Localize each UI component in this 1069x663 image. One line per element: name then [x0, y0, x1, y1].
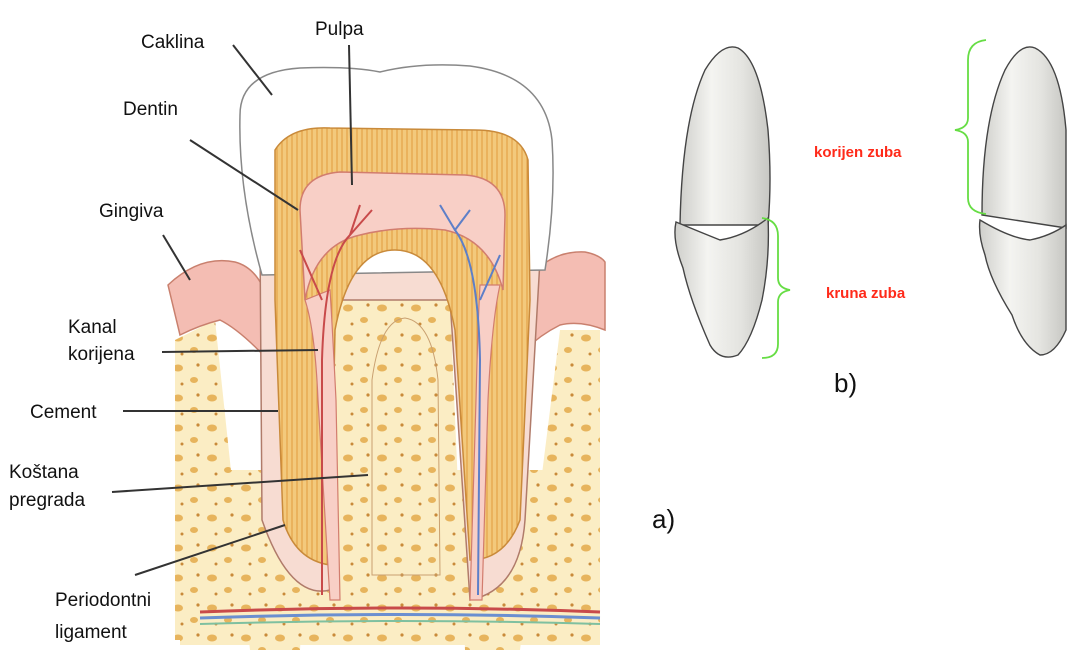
label-periodontni-1: Periodontni — [55, 590, 151, 611]
label-pulpa: Pulpa — [315, 19, 364, 40]
part-label-a: a) — [652, 504, 675, 534]
label-kostana-1: Koštana — [9, 462, 79, 483]
label-kanal-2: korijena — [68, 344, 135, 365]
labels-b: korijen zuba kruna zuba b) — [814, 144, 906, 398]
brace-korijen — [955, 40, 986, 214]
tooth-left-crown — [675, 218, 768, 357]
tooth-cross-section — [168, 65, 605, 650]
bone-septum — [372, 318, 440, 575]
label-kanal-1: Kanal — [68, 317, 117, 338]
leader-gingiva — [163, 235, 190, 280]
label-kostana-2: pregrada — [9, 490, 85, 511]
tooth-external-left — [675, 47, 770, 357]
label-dentin: Dentin — [123, 99, 178, 120]
label-cement: Cement — [30, 402, 97, 423]
label-periodontni-2: ligament — [55, 622, 128, 643]
label-kruna-zuba: kruna zuba — [826, 285, 906, 302]
tooth-right-root — [982, 47, 1066, 228]
tooth-right-crown — [980, 220, 1066, 355]
label-caklina: Caklina — [141, 32, 205, 53]
tooth-left-root — [680, 47, 770, 225]
part-label-b: b) — [834, 368, 857, 398]
label-gingiva: Gingiva — [99, 201, 164, 222]
tooth-external-right — [980, 47, 1066, 355]
label-korijen-zuba: korijen zuba — [814, 144, 902, 161]
